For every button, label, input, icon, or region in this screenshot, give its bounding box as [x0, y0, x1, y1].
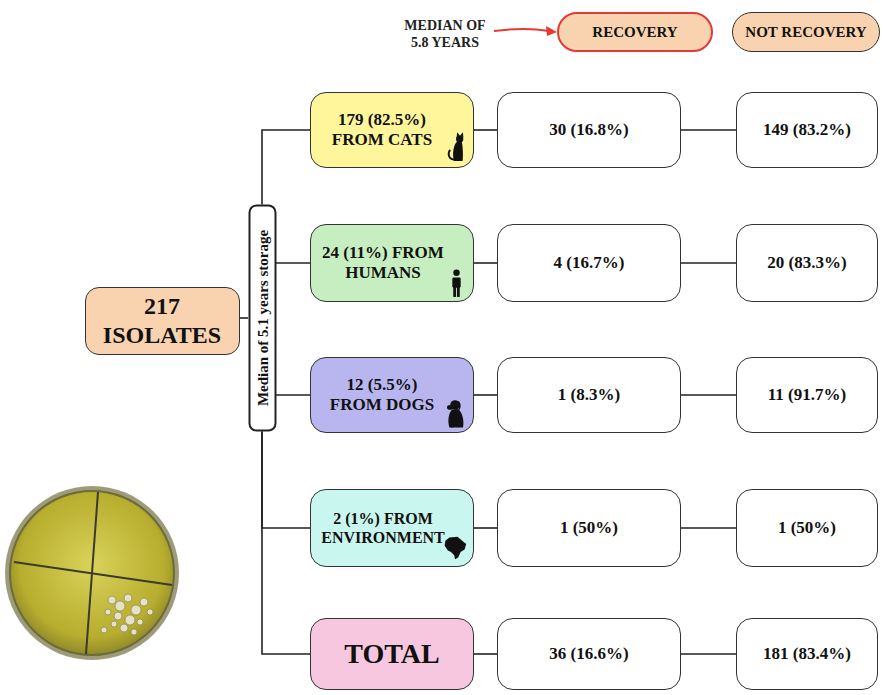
node-text: 2 (1%) FROM ENVIRONMENT [319, 509, 447, 547]
connector [681, 653, 736, 655]
recovery-box: 1 (50%) [497, 489, 681, 567]
connector [474, 129, 497, 131]
node-text: 24 (11%) FROM HUMANS [319, 243, 447, 284]
human-icon [450, 269, 463, 297]
dog-icon [443, 398, 467, 428]
recovery-box: 1 (8.3%) [497, 357, 681, 433]
node-text: 30 (16.8%) [549, 120, 628, 140]
connector [474, 262, 497, 264]
node-text: 149 (83.2%) [763, 120, 851, 140]
node-text: 181 (83.4%) [763, 644, 851, 664]
node-text: TOTAL [344, 637, 439, 671]
connector [276, 262, 310, 264]
node-text: RECOVERY [592, 23, 677, 41]
connector [681, 262, 736, 264]
not-recovery-box: 20 (83.3%) [736, 224, 878, 302]
node-text: 20 (83.3%) [767, 253, 846, 273]
storage-box: Median of 5.1 years storage [248, 205, 276, 432]
connector [681, 527, 736, 529]
connector [681, 394, 736, 396]
connector [474, 653, 497, 655]
node-text: NOT RECOVERY [745, 23, 866, 41]
source-box: 12 (5.5%) FROM DOGS [310, 357, 474, 433]
root-box: 217 ISOLATES [85, 287, 240, 355]
node-text: 179 (82.5%) FROM CATS [319, 110, 445, 151]
node-text: 1 (8.3%) [558, 385, 620, 405]
source-box: 24 (11%) FROM HUMANS [310, 224, 474, 302]
connector [262, 130, 310, 205]
node-text: 4 (16.7%) [554, 253, 625, 273]
not-recovery-box: 11 (91.7%) [736, 357, 878, 433]
not-recovery-box: 181 (83.4%) [736, 618, 878, 690]
not-recovery-box: 149 (83.2%) [736, 92, 878, 168]
brazil-map-icon [443, 536, 467, 560]
source-box: 179 (82.5%) FROM CATS [310, 92, 474, 168]
cat-icon [445, 131, 467, 163]
node-text: 12 (5.5%) FROM DOGS [319, 375, 445, 416]
node-text: 11 (91.7%) [768, 385, 846, 405]
recovery-box: 36 (16.6%) [497, 618, 681, 690]
node-text: Median of 5.1 years storage [253, 230, 271, 406]
node-text: 1 (50%) [778, 518, 836, 538]
total-box: TOTAL [310, 618, 474, 690]
source-box: 2 (1%) FROM ENVIRONMENT [310, 489, 474, 567]
node-text: 1 (50%) [560, 518, 618, 538]
connector [474, 394, 497, 396]
node-text: 217 ISOLATES [94, 292, 231, 350]
node-text: 36 (16.6%) [549, 644, 628, 664]
connector [262, 432, 310, 529]
connector [681, 129, 736, 131]
header-pill: RECOVERY [557, 12, 713, 52]
recovery-box: 4 (16.7%) [497, 224, 681, 302]
recovery-box: 30 (16.8%) [497, 92, 681, 168]
connector [276, 394, 310, 396]
petri-dish-photo [5, 486, 179, 660]
median-note: MEDIAN OF 5.8 YEARS [395, 18, 495, 52]
not-recovery-box: 1 (50%) [736, 489, 878, 567]
connector [474, 527, 497, 529]
connector [262, 432, 310, 655]
header-pill: NOT RECOVERY [732, 12, 880, 52]
median-arrow [494, 26, 557, 36]
connector [240, 317, 249, 319]
